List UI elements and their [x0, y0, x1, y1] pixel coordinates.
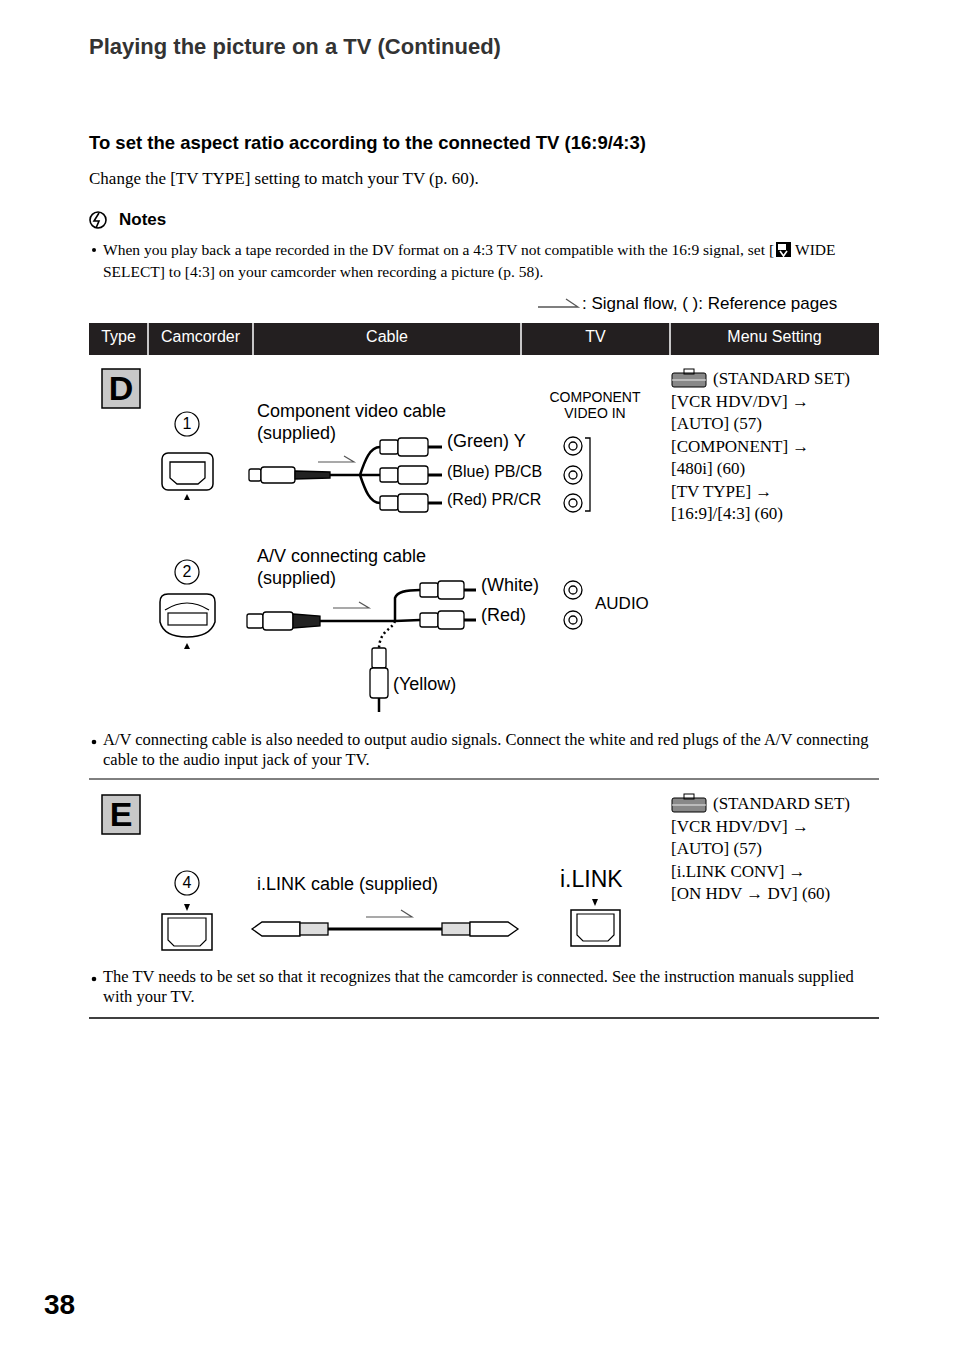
- menu-setting: (STANDARD SET): [713, 794, 850, 814]
- notes-heading: Notes: [119, 210, 166, 230]
- menu-setting: [AUTO] (57): [671, 414, 762, 434]
- page-number: 38: [44, 1288, 75, 1322]
- cable-name: A/V connecting cable (supplied): [257, 546, 462, 589]
- plug-color: (Yellow): [393, 674, 456, 696]
- menu-setting: [VCR HDV/DV] →: [671, 392, 809, 412]
- cable-name: Component video cable (supplied): [257, 401, 472, 444]
- note-text: The TV needs to be set so that it recogn…: [103, 967, 878, 1007]
- menu-setting: [480i] (60): [671, 459, 745, 479]
- plug-color: (Blue) PB/CB: [447, 462, 542, 481]
- column-header: Menu Setting: [670, 327, 879, 346]
- column-header: Camcorder: [148, 327, 253, 346]
- page-header: Playing the picture on a TV (Continued): [89, 34, 501, 60]
- note-text: A/V connecting cable is also needed to o…: [103, 730, 878, 770]
- legend-text: : Signal flow, ( ): Reference pages: [582, 294, 837, 314]
- body-text: Change the [TV TYPE] setting to match yo…: [89, 169, 479, 189]
- menu-setting: [TV TYPE] →: [671, 482, 772, 502]
- jack-label: i.LINK: [560, 866, 623, 894]
- plug-color: (Red) PR/CR: [447, 490, 541, 509]
- jack-label: AUDIO: [595, 594, 649, 614]
- section-heading: To set the aspect ratio according to the…: [89, 132, 646, 154]
- menu-setting: (STANDARD SET): [713, 369, 850, 389]
- callout-number: 4: [175, 873, 199, 892]
- note-text: When you play back a tape recorded in th…: [103, 239, 879, 282]
- menu-setting: [i.LINK CONV] →: [671, 862, 806, 882]
- cable-name: i.LINK cable (supplied): [257, 874, 438, 896]
- menu-setting: [16:9]/[4:3] (60): [671, 504, 783, 524]
- column-header: Cable: [253, 327, 521, 346]
- wide-select-icon: [775, 241, 792, 258]
- menu-setting: [AUTO] (57): [671, 839, 762, 859]
- note-text: When you play back a tape recorded in th…: [103, 241, 774, 258]
- type-letter: D: [102, 368, 140, 408]
- plug-color: (Red): [481, 605, 526, 627]
- column-header: TV: [521, 327, 670, 346]
- jack-label: COMPONENT VIDEO IN: [540, 389, 650, 421]
- menu-setting: [VCR HDV/DV] →: [671, 817, 809, 837]
- menu-setting: [ON HDV → DV] (60): [671, 884, 830, 904]
- plug-color: (White): [481, 575, 539, 597]
- column-header: Type: [89, 327, 148, 346]
- callout-number: 2: [175, 562, 199, 581]
- plug-color: (Green) Y: [447, 431, 526, 453]
- type-letter: E: [102, 794, 140, 834]
- callout-number: 1: [175, 414, 199, 433]
- menu-setting: [COMPONENT] →: [671, 437, 809, 457]
